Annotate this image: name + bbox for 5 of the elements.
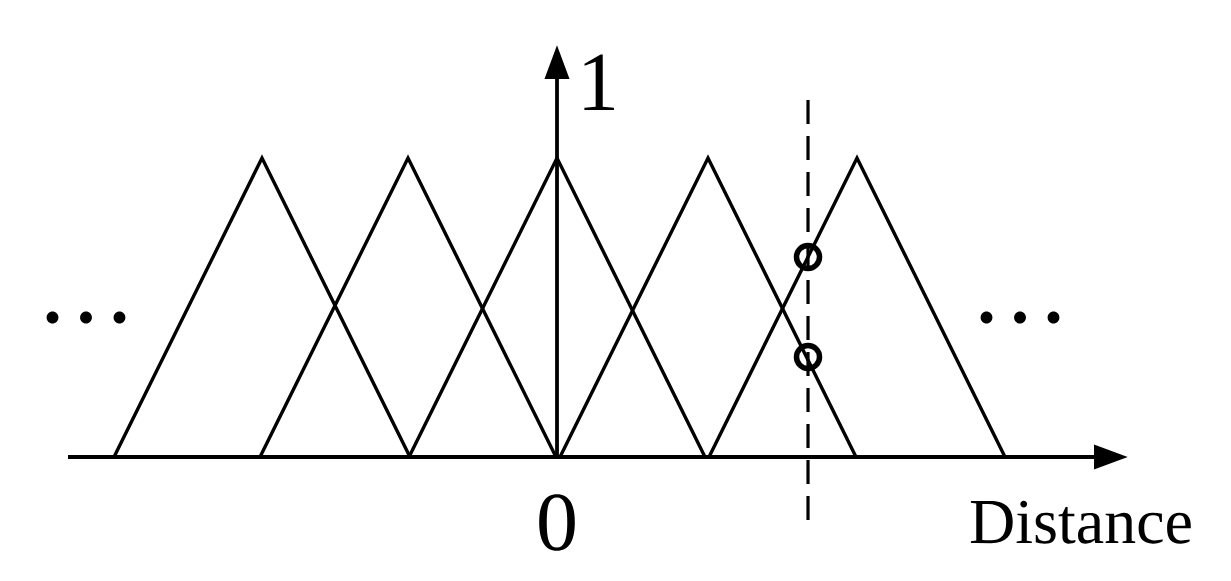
axis-label: Distance [970,500,1191,544]
axis-tick-label: 0 [539,494,575,551]
ellipsis-dots: … [980,311,1060,324]
axis-tick-label: 1 [584,54,614,110]
ellipsis-dots: … [46,311,126,324]
